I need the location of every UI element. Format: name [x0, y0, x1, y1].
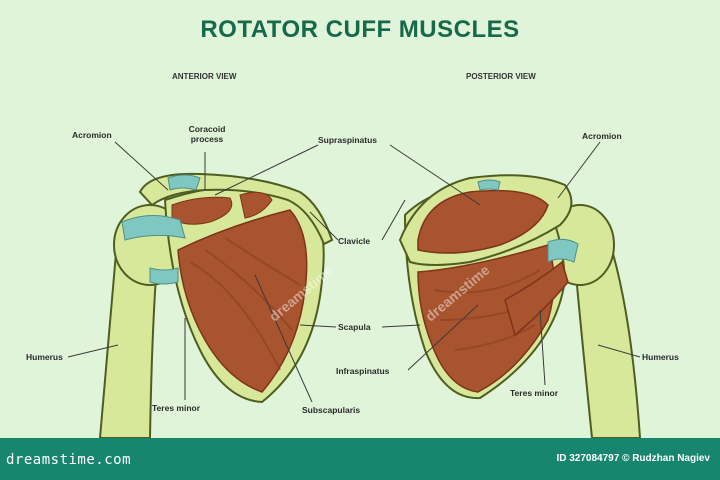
label-infraspinatus: Infraspinatus: [336, 366, 389, 376]
label-acromion-anterior: Acromion: [72, 130, 112, 140]
brand-logo-text[interactable]: dreamstime.com: [6, 452, 131, 468]
label-humerus-posterior: Humerus: [642, 352, 679, 362]
footer-bar: dreamstime.com ID 327084797 © Rudzhan Na…: [0, 438, 720, 480]
label-humerus-anterior: Humerus: [26, 352, 63, 362]
label-coracoid-line1: Coracoid: [182, 124, 232, 134]
image-credit: ID 327084797 © Rudzhan Nagiev: [556, 453, 710, 464]
label-scapula: Scapula: [338, 322, 371, 332]
label-coracoid-line2: process: [182, 134, 232, 144]
label-subscapularis: Subscapularis: [302, 405, 360, 415]
label-teres-minor-posterior: Teres minor: [510, 388, 558, 398]
label-acromion-posterior: Acromion: [582, 131, 622, 141]
label-coracoid-process: Coracoid process: [182, 124, 232, 144]
label-clavicle: Clavicle: [338, 236, 370, 246]
label-teres-minor-anterior: Teres minor: [152, 403, 200, 413]
label-supraspinatus: Supraspinatus: [318, 135, 377, 145]
